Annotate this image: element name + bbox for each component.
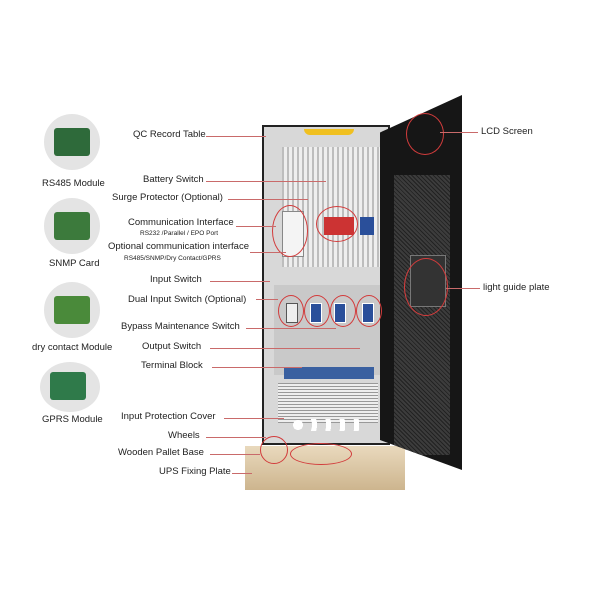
surge-protector — [360, 217, 374, 235]
battery-highlight — [316, 206, 358, 242]
lcd-highlight — [406, 113, 444, 155]
leader-line — [228, 199, 308, 200]
dual-input-switch-highlight — [304, 295, 330, 327]
rs485-module-image — [44, 114, 100, 170]
bypass-maintenance-switch-label: Bypass Maintenance Switch — [121, 321, 240, 332]
leader-line — [440, 132, 478, 133]
lcd-screen-label: LCD Screen — [481, 126, 533, 137]
leader-line — [446, 288, 480, 289]
optional-comm-interface-label: Optional communication interface — [108, 241, 249, 252]
input-switch-highlight — [278, 295, 304, 327]
leader-line — [206, 136, 266, 137]
comm-highlight — [272, 205, 308, 257]
output-switch-label: Output Switch — [142, 341, 202, 352]
qc-record-table-label: QC Record Table — [133, 129, 206, 140]
gprs-module-label: GPRS Module — [42, 414, 103, 425]
optional-comm-interface-sub: RS485/SNMP/Dry Contact/GPRS — [124, 255, 221, 262]
wooden-pallet-base-label: Wooden Pallet Base — [118, 447, 204, 458]
leader-line — [224, 418, 284, 419]
ups-fixing-plate-label: UPS Fixing Plate — [159, 466, 231, 477]
input-protection-cover — [292, 419, 362, 431]
ups-cabinet — [262, 125, 390, 445]
leader-line — [210, 454, 260, 455]
wheels-label: Wheels — [168, 430, 200, 441]
light-guide-highlight — [404, 258, 448, 316]
dual-input-switch-label: Dual Input Switch (Optional) — [128, 294, 247, 305]
qc-record-table — [304, 129, 354, 135]
leader-line — [206, 181, 326, 182]
battery-switch-label: Battery Switch — [143, 174, 204, 185]
communication-interface-sub: RS232 /Parallel / EPO Port — [140, 230, 219, 237]
leader-line — [212, 367, 302, 368]
leader-line — [250, 252, 286, 253]
leader-line — [246, 328, 336, 329]
light-guide-plate-label: light guide plate — [483, 282, 550, 293]
terminal-block-label: Terminal Block — [141, 360, 203, 371]
terminal-block — [284, 367, 374, 379]
wheels-highlight — [260, 436, 288, 464]
bypass-switch-highlight — [330, 295, 356, 327]
snmp-card-image — [44, 198, 100, 254]
output-switch-highlight — [356, 295, 382, 327]
lower-vent — [278, 383, 378, 423]
leader-line — [236, 226, 276, 227]
gprs-module-image — [40, 362, 100, 412]
leader-line — [256, 299, 278, 300]
leader-line — [232, 473, 252, 474]
snmp-card-label: SNMP Card — [49, 258, 100, 269]
leader-line — [210, 348, 360, 349]
leader-line — [210, 281, 270, 282]
dry-contact-module-label: dry contact Module — [32, 342, 113, 353]
input-protection-cover-label: Input Protection Cover — [121, 411, 216, 422]
input-switch-label: Input Switch — [150, 274, 202, 285]
surge-protector-label: Surge Protector (Optional) — [112, 192, 223, 203]
communication-interface-label: Communication Interface — [128, 217, 234, 228]
rs485-module-label: RS485 Module — [42, 178, 105, 189]
leader-line — [206, 437, 266, 438]
dry-contact-module-image — [44, 282, 100, 338]
fixing-plate-highlight — [290, 443, 352, 465]
